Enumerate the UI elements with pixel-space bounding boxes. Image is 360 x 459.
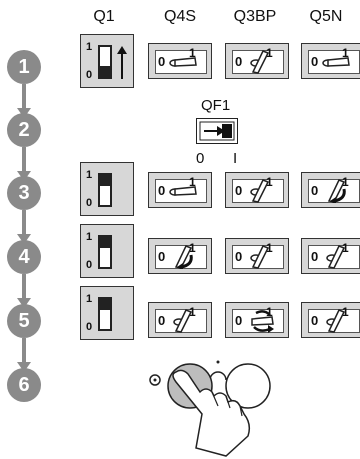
label-1: 1: [342, 241, 349, 255]
label-1: 1: [266, 175, 273, 189]
label-1: 1: [86, 41, 93, 53]
q4s-switch-row5[interactable]: 0 1: [148, 302, 212, 338]
header-q5n: Q5N: [309, 8, 343, 25]
step-1: 1: [7, 50, 41, 84]
step-3: 3: [7, 176, 41, 210]
header-q4s: Q4S: [163, 8, 197, 25]
toggle-icon: [98, 297, 112, 331]
rotary-handle-icon: [250, 179, 270, 203]
label-1: 1: [189, 241, 196, 255]
label-0: 0: [235, 54, 243, 69]
step-5: 5: [7, 304, 41, 338]
q5n-switch-row3[interactable]: 0 1: [301, 172, 360, 208]
label-1: 1: [189, 46, 196, 60]
rotary-handle-icon: [322, 57, 350, 67]
stop-button[interactable]: [225, 363, 271, 409]
qf1-label-0: 0: [196, 150, 205, 167]
q4s-switch-row4[interactable]: 0 1: [148, 238, 212, 274]
rotate-arrow-icon: [251, 310, 274, 333]
rotary-handle-icon: [169, 186, 197, 196]
header-qf1: QF1: [201, 97, 231, 114]
q1-switch-row5[interactable]: 1 0: [80, 286, 134, 340]
q3bp-switch-row5[interactable]: 0 1: [225, 302, 289, 338]
arrow-up-icon: [117, 46, 127, 79]
q1-switch-row4[interactable]: 1 0: [80, 224, 134, 278]
label-0: 0: [158, 249, 166, 264]
push-button-panel: [149, 360, 271, 457]
label-0: 0: [86, 69, 93, 81]
label-0: 0: [311, 54, 319, 69]
q5n-switch-row5[interactable]: 0 1: [301, 302, 360, 338]
q1-switch-row1[interactable]: 1 0: [80, 34, 134, 88]
rotary-handle-icon: [250, 50, 270, 74]
label-0: 0: [311, 313, 319, 328]
label-1: 1: [86, 231, 93, 243]
rotary-handle-icon: [326, 245, 346, 269]
step-6: 6: [7, 368, 41, 402]
label-0: 0: [311, 183, 319, 198]
rotate-arrow-icon: [327, 179, 346, 203]
label-1: 1: [342, 305, 349, 319]
q4s-switch-row1[interactable]: 0 1: [148, 43, 212, 79]
toggle-icon: [98, 173, 112, 207]
rotary-handle-icon: [169, 57, 197, 67]
label-1: 1: [189, 175, 196, 189]
label-1: 1: [342, 46, 349, 60]
header-q3bp: Q3BP: [233, 8, 277, 25]
q5n-switch-row4[interactable]: 0 1: [301, 238, 360, 274]
label-1: 1: [189, 305, 196, 319]
rotary-handle-icon: [326, 309, 346, 333]
step-4: 4: [7, 240, 41, 274]
breaker-arrow-icon: [199, 121, 235, 141]
q3bp-switch-row3[interactable]: 0 1: [225, 172, 289, 208]
label-1: 1: [266, 305, 273, 319]
label-1: 1: [342, 175, 349, 189]
label-0: 0: [158, 183, 166, 198]
label-0: 0: [235, 313, 243, 328]
label-0: 0: [235, 249, 243, 264]
toggle-icon: [98, 45, 112, 79]
label-1: 1: [86, 293, 93, 305]
label-0: 0: [86, 321, 93, 333]
toggle-icon: [98, 235, 112, 269]
label-0: 0: [158, 313, 166, 328]
header-q1: Q1: [93, 8, 115, 25]
q5n-switch-row1[interactable]: 0 1: [301, 43, 360, 79]
q3bp-switch-row4[interactable]: 0 1: [225, 238, 289, 274]
step-2: 2: [7, 113, 41, 147]
label-0: 0: [86, 197, 93, 209]
rotary-handle-icon: [250, 245, 270, 269]
label-1: 1: [86, 169, 93, 181]
qf1-breaker[interactable]: [196, 118, 238, 144]
rotary-handle-icon: [173, 309, 193, 333]
label-1: 1: [266, 241, 273, 255]
qf1-label-on: I: [233, 150, 238, 167]
label-1: 1: [266, 46, 273, 60]
q3bp-switch-row1[interactable]: 0 1: [225, 43, 289, 79]
q1-switch-row3[interactable]: 1 0: [80, 162, 134, 216]
label-0: 0: [311, 249, 319, 264]
rotate-arrow-icon: [174, 245, 193, 269]
label-0: 0: [158, 54, 166, 69]
label-0: 0: [235, 183, 243, 198]
label-0: 0: [86, 259, 93, 271]
q4s-switch-row3[interactable]: 0 1: [148, 172, 212, 208]
